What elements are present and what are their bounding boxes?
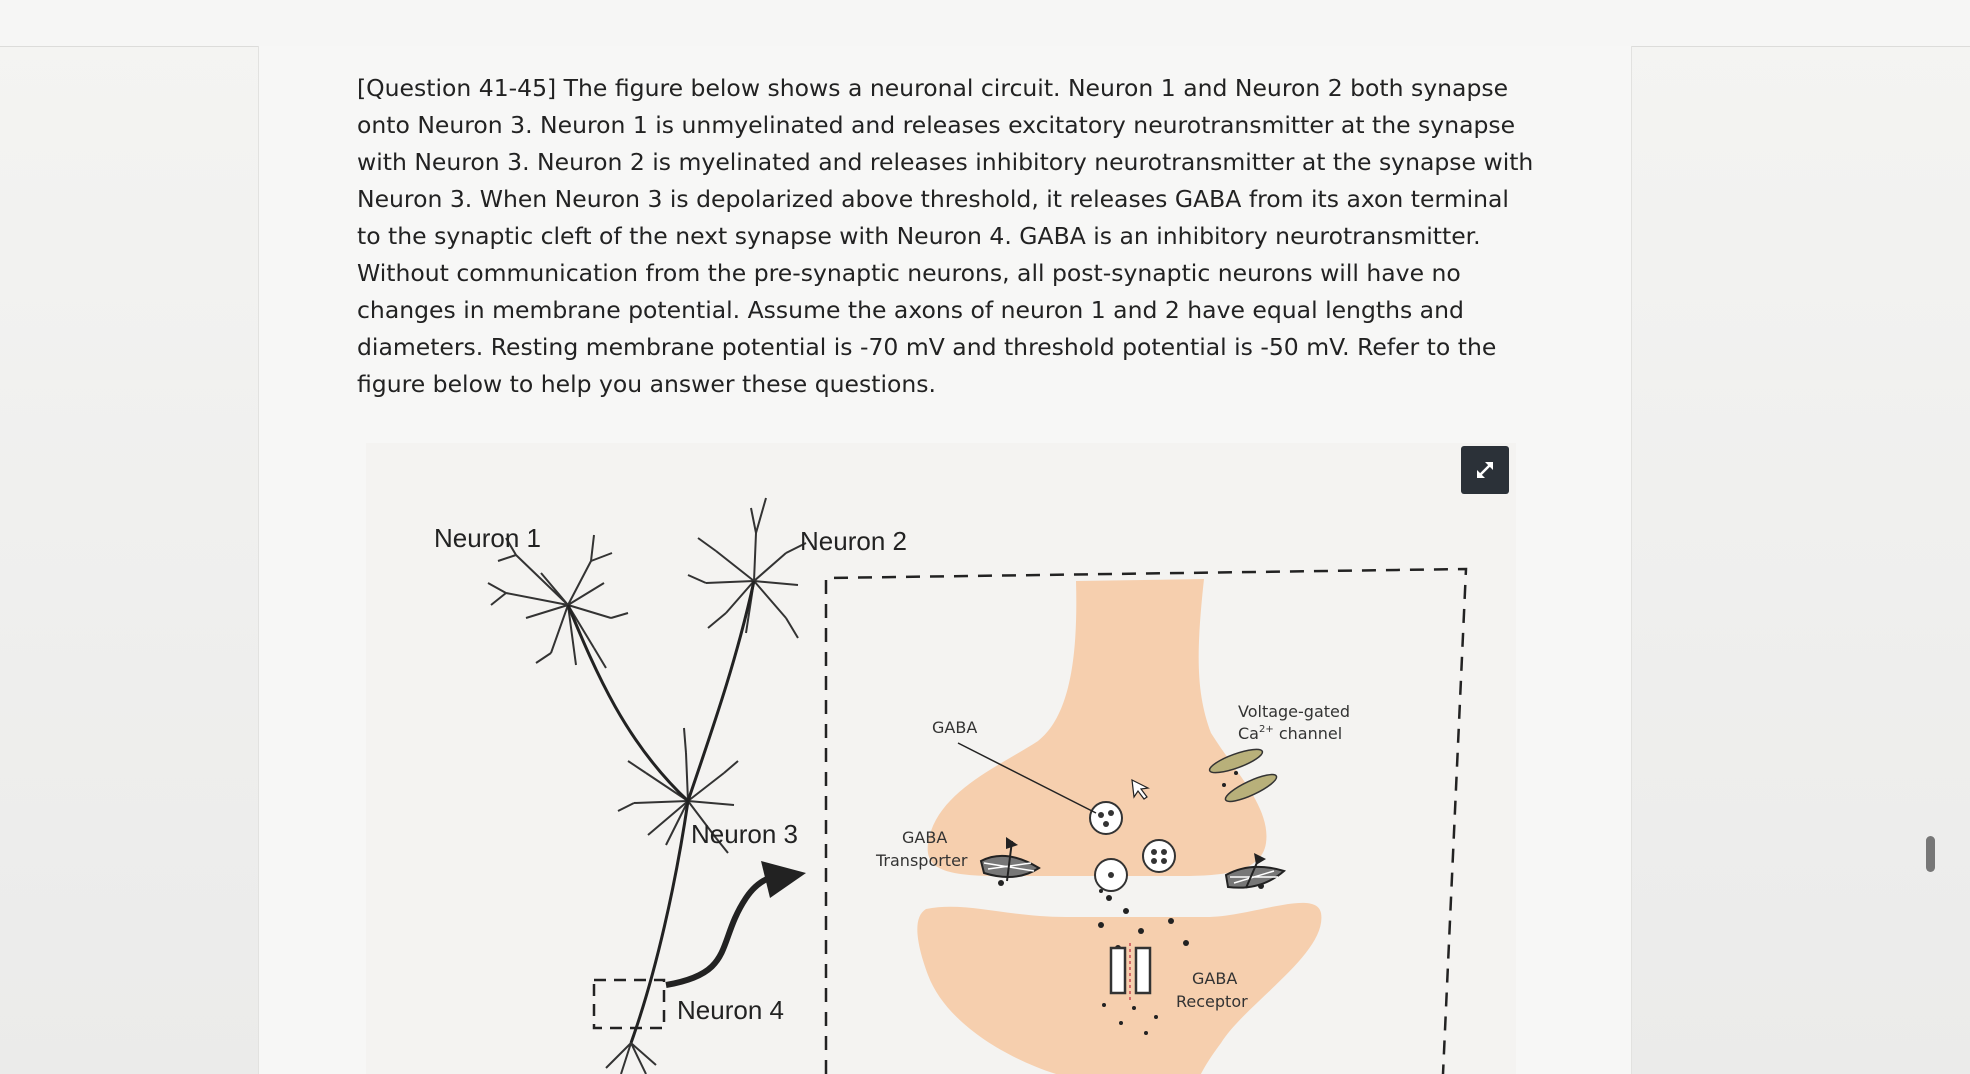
synapse-inset-frame bbox=[824, 567, 1468, 1074]
neuron4-label: Neuron 4 bbox=[677, 995, 784, 1025]
top-toolbar-strip bbox=[0, 0, 1970, 47]
neuron1-label: Neuron 1 bbox=[434, 523, 541, 553]
magnify-arrow bbox=[665, 872, 778, 988]
neuron3-axon bbox=[629, 800, 690, 1044]
gaba-receptor-label-line2: Receptor bbox=[1176, 992, 1248, 1011]
zoom-box bbox=[592, 978, 666, 1030]
gaba-transporter-left bbox=[979, 837, 1041, 882]
vg-channel-label-line1: Voltage-gated bbox=[1238, 702, 1350, 721]
gaba-receptor-label-line1: GABA bbox=[1192, 969, 1237, 988]
question-text: [Question 41-45] The figure below shows … bbox=[357, 74, 1534, 398]
expand-figure-button[interactable] bbox=[1461, 446, 1509, 494]
gaba-transporter-label-line1: GABA bbox=[902, 828, 947, 847]
neuron1-axon bbox=[566, 604, 690, 803]
figure-card: Neuron 1 Neuron 2 Neuron 3 Neuron 4 GABA… bbox=[366, 443, 1516, 1074]
gaba-transporter-label-line2: Transporter bbox=[875, 851, 968, 870]
magnify-arrow-head bbox=[761, 861, 806, 898]
neuron2-dendrites bbox=[687, 497, 807, 639]
mouse-cursor bbox=[1131, 778, 1150, 800]
gaba-pointer-line bbox=[957, 742, 1097, 814]
scrollbar-handle[interactable] bbox=[1926, 836, 1935, 872]
gaba-vesicles bbox=[1089, 801, 1176, 892]
neuron2-label: Neuron 2 bbox=[800, 526, 907, 556]
neuron4-dendrites bbox=[605, 1042, 657, 1074]
neuron3-label: Neuron 3 bbox=[691, 819, 798, 849]
voltage-gated-ca-channel bbox=[1208, 748, 1278, 803]
neuron3-dendrites bbox=[617, 727, 739, 854]
gaba-receptor-channel bbox=[1109, 943, 1152, 1003]
gaba-transporter-right bbox=[1224, 853, 1287, 889]
vg-channel-label-line2: Ca2+ channel bbox=[1238, 724, 1342, 743]
neuron2-axon bbox=[686, 580, 756, 802]
neuronal-circuit-figure: Neuron 1 Neuron 2 Neuron 3 Neuron 4 GABA… bbox=[434, 497, 1468, 1074]
expand-arrows-icon bbox=[1477, 462, 1493, 478]
vesicle-contents bbox=[1098, 810, 1167, 878]
gaba-label: GABA bbox=[932, 718, 977, 737]
neuron1-dendrites bbox=[487, 534, 629, 669]
presynaptic-terminal bbox=[927, 579, 1267, 877]
